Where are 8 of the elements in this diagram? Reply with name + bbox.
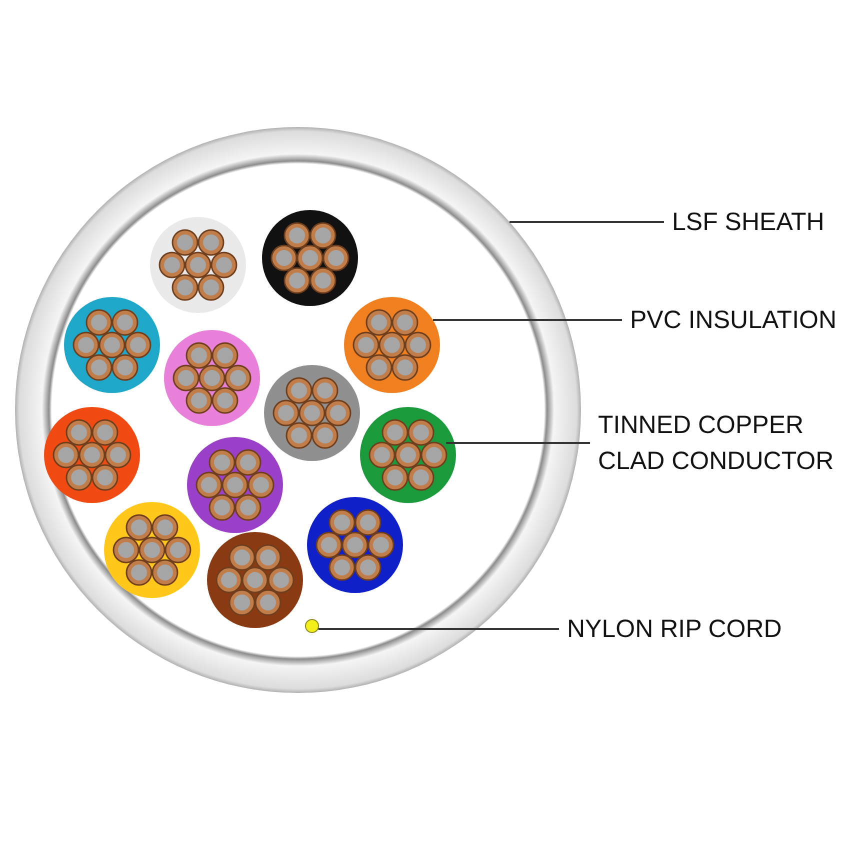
part-label: NYLON RIP CORD [567,611,827,647]
leader-line [318,628,559,630]
rip-cord [305,619,319,633]
part-label: TINNED COPPER CLAD CONDUCTOR [598,407,848,479]
leader-line [432,319,622,321]
part-label: PVC INSULATION [630,302,850,338]
part-label: LSF SHEATH [672,204,842,240]
leader-line [510,221,664,223]
